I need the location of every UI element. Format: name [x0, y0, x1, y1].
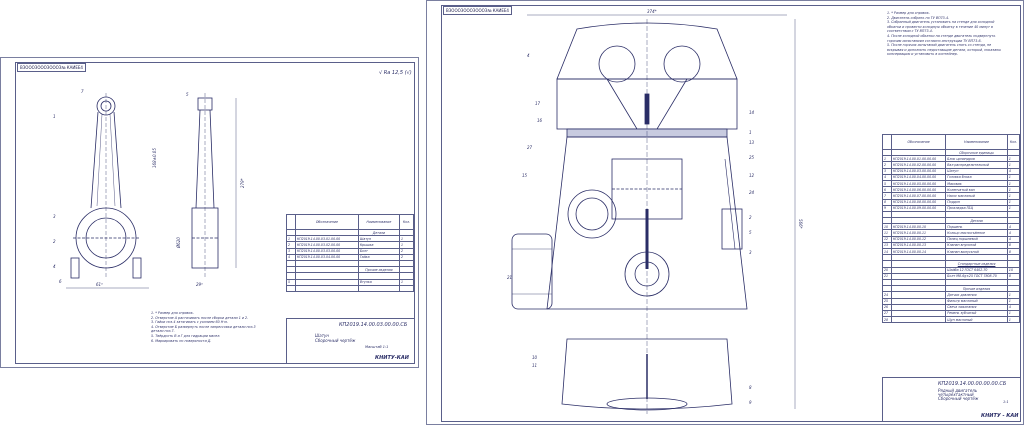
balloon-13: 13	[749, 140, 755, 145]
left-drawing-code: КП2019.14.00.03.00.00.СБ	[339, 322, 408, 328]
left-organization: КНИТУ-КАИ	[375, 355, 409, 361]
dim-bore: Ø620	[176, 237, 181, 249]
balloon-2: 2	[53, 239, 56, 244]
right-title-block: КП2019.14.00.00.00.00.СБ Рядный двигател…	[882, 377, 1021, 422]
dim-side-width: 29⁰	[196, 282, 203, 287]
right-drawing-code: КП2019.14.00.00.00.00.СБ	[938, 381, 1007, 387]
right-sheet-side-strip	[427, 151, 442, 422]
balloon-9: 9	[749, 400, 752, 405]
left-sheet-notes: 1. * Размер для справок. 2. Отверстие А …	[151, 311, 256, 343]
balloon-5: 5	[186, 92, 189, 97]
balloon-15: 15	[522, 173, 528, 178]
balloon-7: 7	[81, 89, 84, 94]
balloon-8: 8	[749, 385, 752, 390]
left-sheet-stamp: ВЗОООЗОООЗОООЗ№ КАИЕЕ4	[17, 63, 86, 72]
balloon-11: 11	[532, 363, 537, 368]
dim-width: 61⁰	[96, 282, 103, 287]
balloon-17: 17	[535, 101, 541, 106]
dim-engine-height: 566*	[798, 219, 803, 229]
balloon-2: 2	[749, 215, 752, 220]
left-drawing-sheet: ВЗОООЗОООЗОООЗ№ КАИЕЕ4 √ Ra 12,5 (√) 61⁰…	[0, 57, 419, 368]
engine-cross-section: 374* 566* 4 17 16 14 1 27 13 15 25 12 21…	[507, 9, 803, 414]
balloon-1: 1	[749, 130, 752, 135]
right-sheet-notes: 1. * Размер для справок. 2. Двигатель со…	[887, 11, 1001, 57]
right-drawing-name: Рядный двигатель четырёхтактный Сборочны…	[938, 388, 979, 402]
dim-length: 168±0.05	[152, 148, 157, 168]
dim-engine-width: 374*	[647, 9, 657, 14]
balloon-3: 3	[749, 250, 752, 255]
balloon-4: 4	[527, 53, 530, 58]
conrod-side-view: 5 279* 29⁰ Ø620	[176, 92, 245, 287]
right-organization: КНИТУ - КАИ	[981, 413, 1019, 419]
conrod-front-view: 61⁰ 168±0.05 1 7 3 2 4 6	[53, 89, 157, 289]
balloon-5: 5	[749, 230, 752, 235]
balloon-24: 24	[749, 190, 755, 195]
balloon-27: 27	[527, 145, 533, 150]
balloon-16: 16	[537, 118, 543, 123]
roughness-icon: √	[379, 70, 383, 76]
balloon-25: 25	[749, 155, 755, 160]
left-title-block: КП2019.14.00.03.00.00.СБ Шатун Сборочный…	[286, 318, 415, 364]
balloon-3: 3	[53, 214, 56, 219]
balloon-12: 12	[749, 173, 755, 178]
right-drawing-sheet: ВЗОООЗОООЗОООЗ№ КАИЕЕ4	[426, 0, 1024, 425]
balloon-6: 6	[59, 279, 62, 284]
balloon-1: 1	[53, 114, 56, 119]
balloon-10: 10	[532, 355, 538, 360]
left-drawing-name: Шатун Сборочный чертёж	[315, 333, 356, 343]
right-sheet-stamp: ВЗОООЗОООЗОООЗ№ КАИЕЕ4	[443, 6, 512, 15]
left-sheet-side-strip	[1, 138, 16, 364]
balloon-14: 14	[749, 110, 755, 115]
dim-side: 279*	[240, 178, 245, 188]
roughness-mark: √ Ra 12,5 (√)	[379, 70, 412, 76]
balloon-4: 4	[53, 264, 56, 269]
balloon-21: 21	[507, 275, 512, 280]
